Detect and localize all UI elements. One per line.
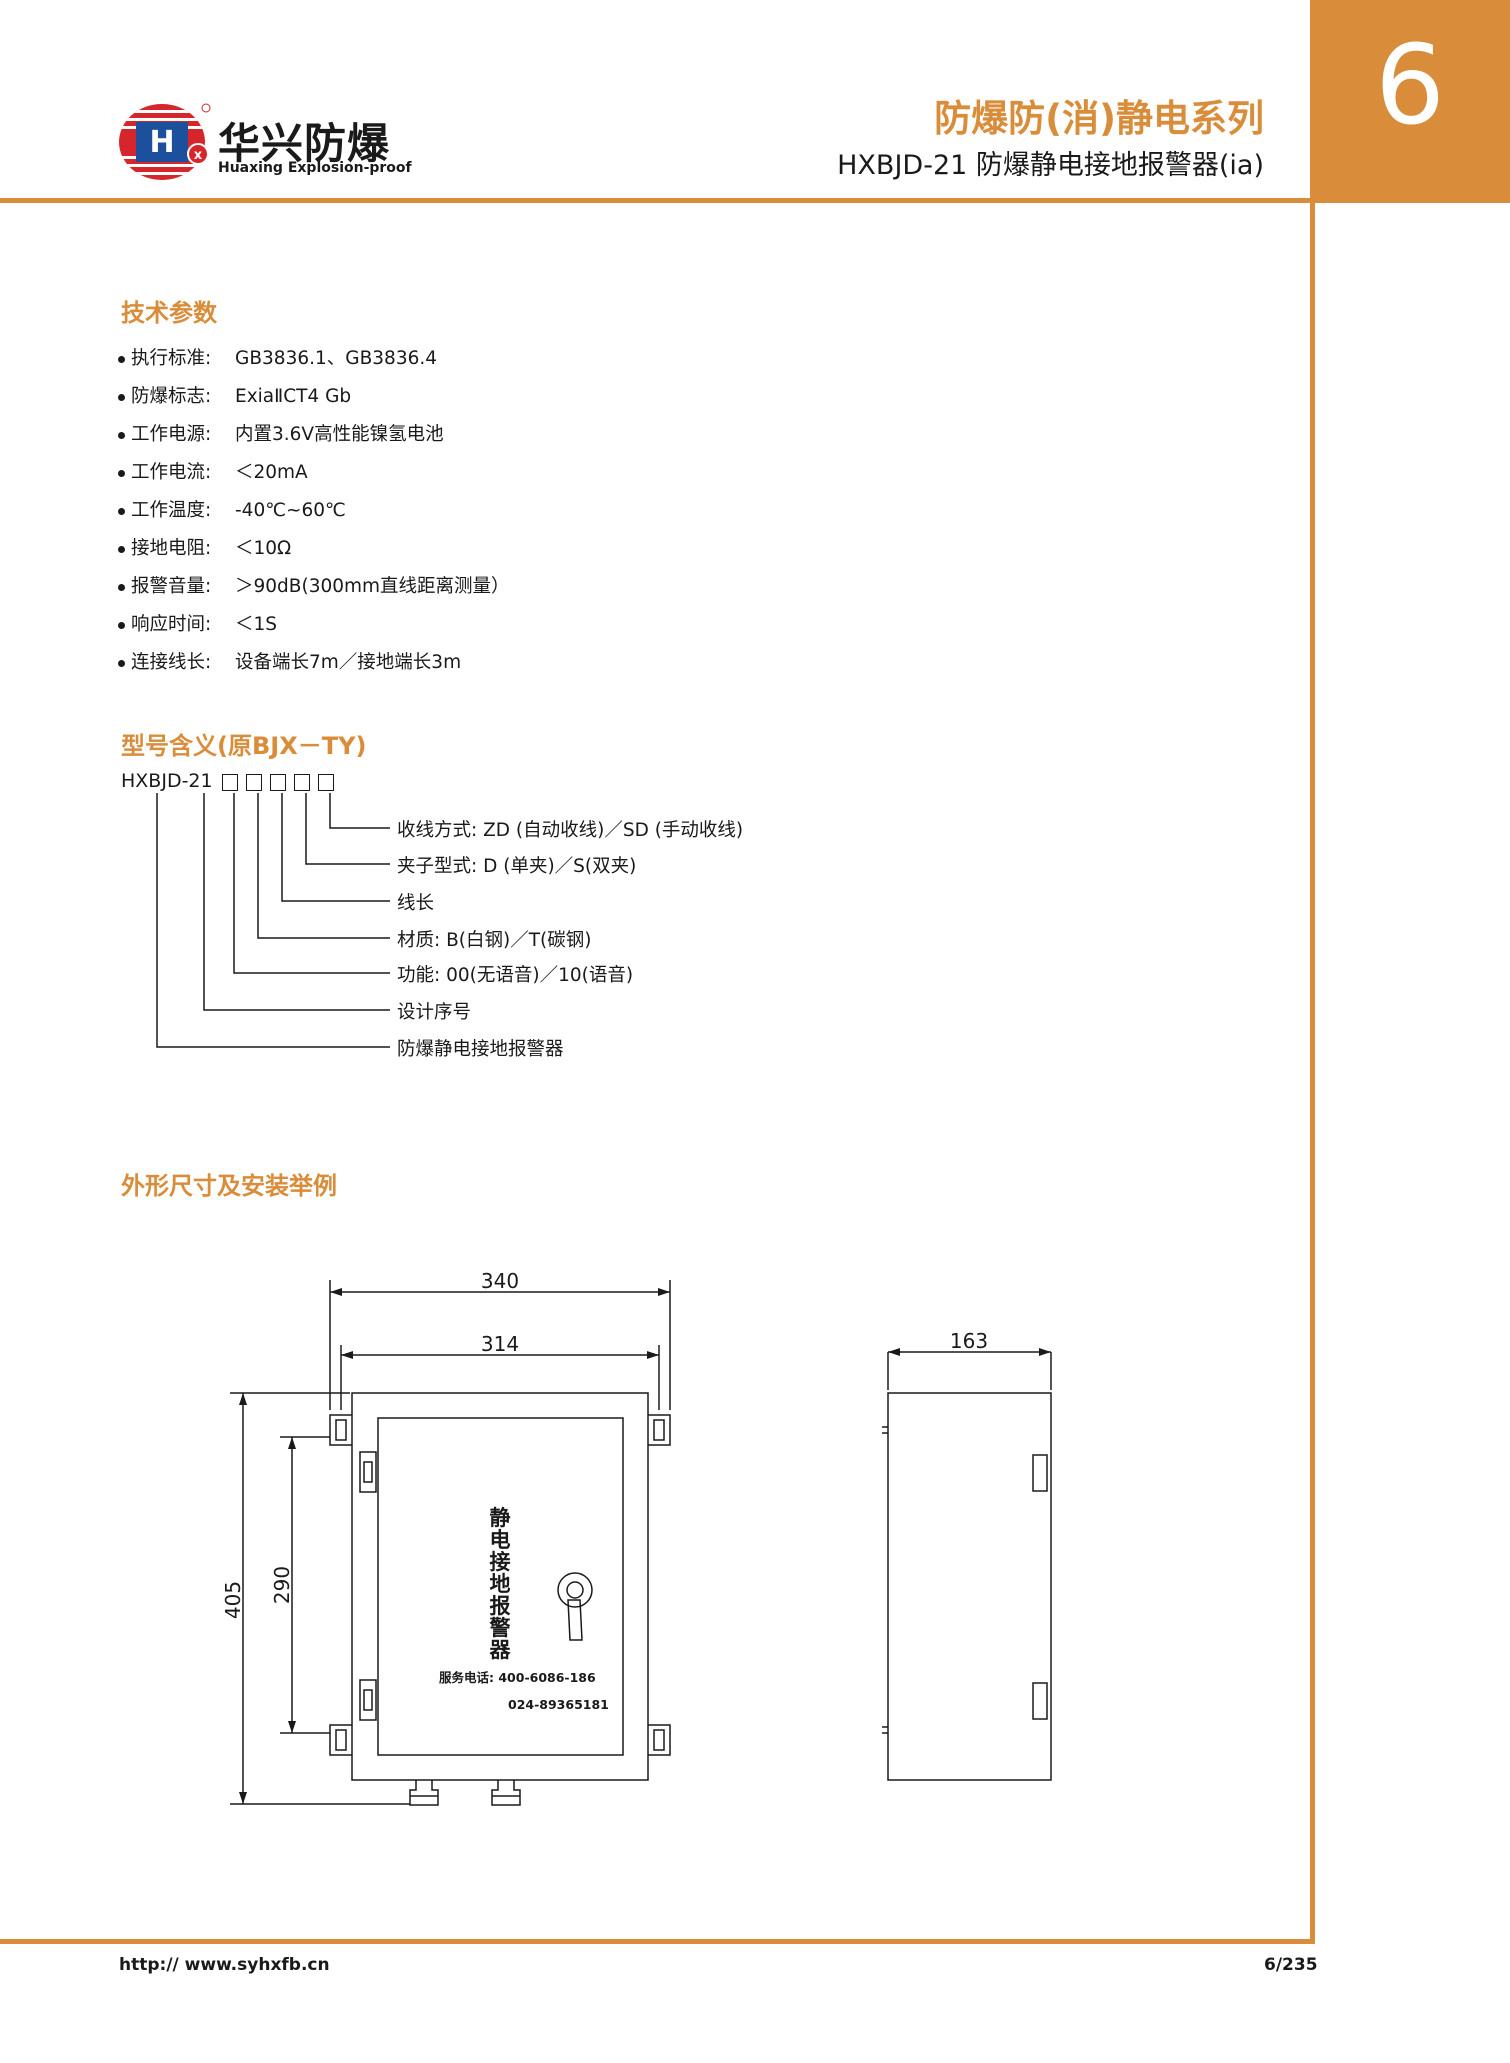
model-code: HXBJD-21 <box>121 770 213 792</box>
door-outline <box>377 1417 624 1756</box>
logo-cn: 华兴防爆 <box>218 119 391 168</box>
spec-key: 接地电阻: <box>131 538 212 559</box>
spec-key: 响应时间: <box>131 614 212 635</box>
spec-item: 接地电阻: ＜10Ω <box>118 530 510 568</box>
bullet-icon <box>118 431 125 439</box>
side-view-outline <box>887 1392 1052 1781</box>
spec-key: 防爆标志: <box>131 386 212 407</box>
spec-key: 工作电流: <box>131 462 212 483</box>
bullet-icon <box>118 545 125 553</box>
series-title: 防爆防(消)静电系列 <box>934 97 1264 140</box>
spec-item: 工作电源: 内置3.6V高性能镍氢电池 <box>118 416 510 454</box>
spec-value: 内置3.6V高性能镍氢电池 <box>235 424 444 445</box>
bullet-icon <box>118 355 125 363</box>
spec-key: 执行标准: <box>131 348 212 369</box>
dim-height-overall: 405 <box>221 1581 245 1619</box>
header-rule <box>0 198 1310 203</box>
panel-char: 报 <box>490 1594 511 1618</box>
logo-en: Huaxing Explosion-proof <box>218 160 412 176</box>
spec-value: 设备端长7m／接地端长3m <box>235 652 462 673</box>
model-label: 材质: B(白钢)／T(碳钢) <box>397 930 592 951</box>
bullet-icon <box>118 393 125 401</box>
panel-char: 警 <box>489 1616 511 1640</box>
model-code-box <box>222 774 238 791</box>
dim-height-mount: 290 <box>270 1566 294 1604</box>
spec-list: 执行标准:GB3836.1、GB3836.4 防爆标志:ExiaⅡCT4 Gb … <box>118 340 510 682</box>
dim-depth: 163 <box>950 1329 988 1353</box>
chapter-number: 6 <box>1375 21 1445 149</box>
dim-width-overall: 340 <box>481 1269 519 1293</box>
model-label: 线长 <box>397 893 435 914</box>
spec-value: ＞90dB(300mm直线距离测量） <box>235 576 510 597</box>
spec-item: 防爆标志: ExiaⅡCT4 Gb <box>118 378 510 416</box>
spec-key: 报警音量: <box>131 576 212 597</box>
panel-char: 接 <box>490 1550 511 1574</box>
model-label: 夹子型式: D (单夹)／S(双夹) <box>397 856 637 877</box>
spec-item: 响应时间: ＜1S <box>118 606 510 644</box>
spec-value: ExiaⅡCT4 Gb <box>235 386 352 407</box>
model-label: 功能: 00(无语音)／10(语音) <box>397 965 634 986</box>
service-phone-2: 024-89365181 <box>508 1697 609 1712</box>
right-rule <box>1310 203 1315 1944</box>
bullet-icon <box>118 507 125 515</box>
footer-rule <box>0 1939 1315 1944</box>
bullet-icon <box>118 659 125 667</box>
spec-value: ＜1S <box>235 614 278 635</box>
panel-char: 电 <box>490 1528 511 1552</box>
panel-char: 器 <box>489 1638 512 1662</box>
dimensions-heading: 外形尺寸及安装举例 <box>121 1172 337 1200</box>
bullet-icon <box>118 583 125 591</box>
model-code-box <box>246 774 262 791</box>
spec-item: 工作温度: -40℃~60℃ <box>118 492 510 530</box>
spec-item: 报警音量: ＞90dB(300mm直线距离测量） <box>118 568 510 606</box>
spec-value: ＜10Ω <box>235 538 292 559</box>
spec-key: 工作电源: <box>131 424 212 445</box>
spec-item: 工作电流: ＜20mA <box>118 454 510 492</box>
spec-value: ＜20mA <box>235 462 308 483</box>
panel-char: 静 <box>490 1506 511 1530</box>
footer-url[interactable]: http:// www.syhxfb.cn <box>119 1955 330 1975</box>
model-meaning-heading: 型号含义(原BJX－TY) <box>121 732 367 760</box>
service-phone-label: 服务电话: 400-6086-186 <box>439 1670 596 1685</box>
bullet-icon <box>118 469 125 477</box>
tech-params-heading: 技术参数 <box>121 299 217 327</box>
spec-key: 工作温度: <box>131 500 212 521</box>
model-code-box <box>318 774 334 791</box>
product-title: HXBJD-21 防爆静电接地报警器(ia) <box>837 150 1264 181</box>
spec-item: 连接线长: 设备端长7m／接地端长3m <box>118 644 510 682</box>
model-label: 设计序号 <box>397 1002 472 1023</box>
spec-item: 执行标准: GB3836.1、GB3836.4 <box>118 340 510 378</box>
bullet-icon <box>118 621 125 629</box>
model-code-box <box>294 774 310 791</box>
spec-value: GB3836.1、GB3836.4 <box>235 348 438 369</box>
spec-key: 连接线长: <box>131 652 212 673</box>
model-code-box <box>270 774 286 791</box>
model-label: 收线方式: ZD (自动收线)／SD (手动收线) <box>397 820 744 841</box>
svg-text:H: H <box>149 125 174 160</box>
model-label: 防爆静电接地报警器 <box>397 1039 564 1060</box>
footer-page-number: 6/235 <box>1264 1955 1318 1975</box>
dim-width-mount: 314 <box>481 1332 519 1356</box>
svg-text:x: x <box>194 148 203 163</box>
panel-char: 地 <box>490 1572 511 1596</box>
chapter-tab: 6 <box>1310 0 1510 203</box>
spec-value: -40℃~60℃ <box>235 500 346 521</box>
huaxing-logo-icon: H x <box>119 103 211 180</box>
enclosure-outline <box>351 1392 649 1781</box>
